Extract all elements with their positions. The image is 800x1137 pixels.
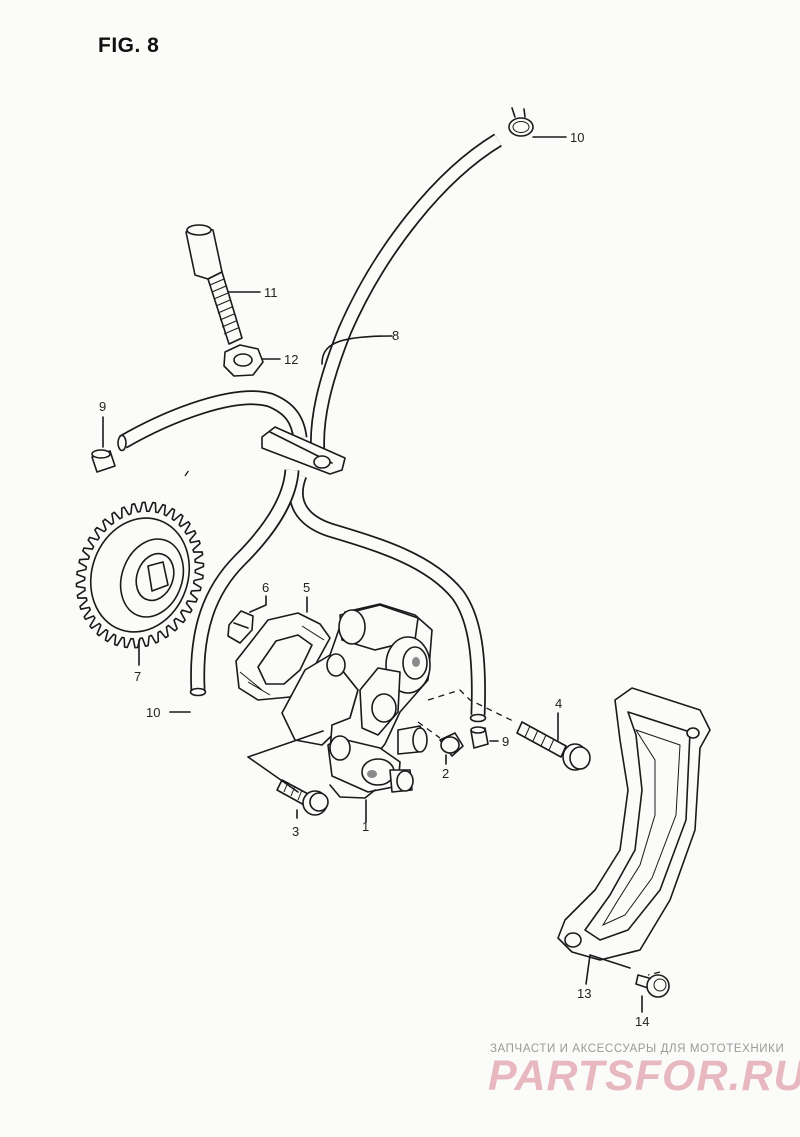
hose-cap-right (470, 726, 489, 749)
callout-11: 11 (264, 285, 278, 300)
pump-cover-plate (557, 687, 711, 961)
stud-bolt (185, 224, 243, 345)
leader-lines (102, 136, 643, 1013)
callout-9-left: 9 (99, 399, 107, 414)
hose-clip-top (508, 107, 534, 137)
callout-5: 5 (303, 580, 311, 595)
hex-nut (223, 344, 264, 377)
callout-8: 8 (392, 328, 400, 343)
callout-9-right: 9 (502, 734, 510, 749)
callout-14: 14 (635, 1014, 650, 1029)
drive-gear (75, 501, 205, 649)
callout-1: 1 (362, 819, 370, 834)
callout-6: 6 (262, 580, 270, 595)
watermark-logo: PARTSFOR.RU (488, 1052, 800, 1100)
cover-screw (635, 974, 670, 998)
oil-hose-lower-left (189, 469, 300, 697)
hose-cap-left (91, 449, 116, 473)
callout-12: 12 (284, 352, 299, 367)
callout-4: 4 (555, 696, 563, 711)
oil-hose-long (288, 133, 502, 723)
callout-10-top: 10 (570, 130, 585, 145)
oil-hose-short (117, 390, 308, 452)
callout-3: 3 (292, 824, 300, 839)
oil-pump-body (281, 603, 433, 799)
hose-clamp (261, 426, 346, 475)
banjo-bolt (439, 732, 464, 757)
alignment-lines (184, 469, 661, 976)
figure-title: FIG. 8 (98, 34, 160, 57)
callout-10-lower: 10 (146, 705, 161, 720)
callout-2: 2 (442, 766, 450, 781)
watermark-caption: ЗАПЧАСТИ И АКСЕССУАРЫ ДЛЯ МОТОТЕХНИКИ (490, 1043, 785, 1055)
drive-key (227, 610, 254, 644)
callout-13: 13 (577, 986, 592, 1001)
long-screw (516, 721, 591, 771)
mounting-screw (276, 779, 329, 816)
callout-7: 7 (134, 669, 142, 684)
